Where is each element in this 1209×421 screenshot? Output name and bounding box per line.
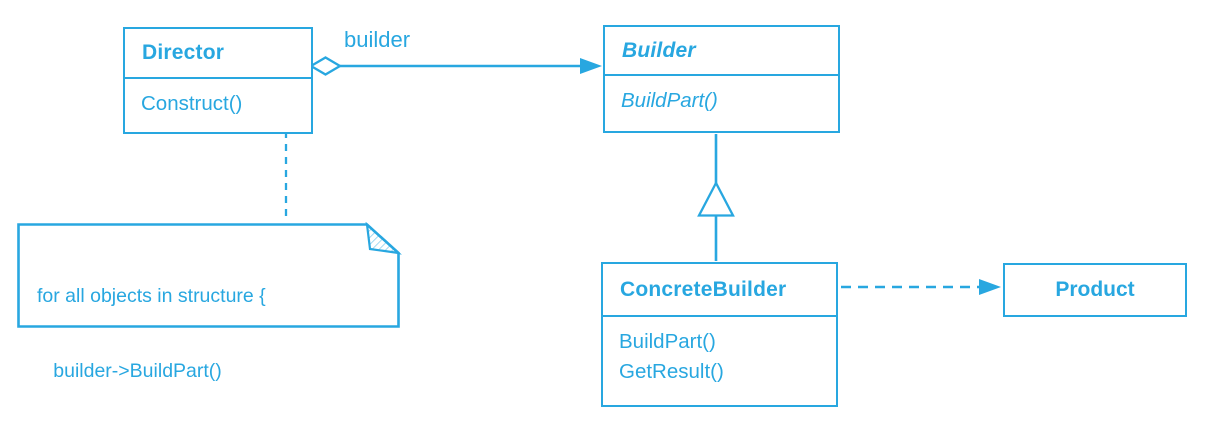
note-text: for all objects in structure { builder->…: [37, 234, 266, 421]
inheritance-triangle-icon: [697, 180, 735, 217]
aggregation-diamond-icon: [308, 56, 343, 76]
class-title: Builder: [605, 27, 838, 76]
note-dog-ear-icon: [365, 222, 402, 255]
note-outline: [17, 222, 402, 328]
aggregation-role-label: builder: [344, 27, 411, 52]
aggregation-connector: [308, 56, 602, 76]
class-box-concrete-builder: ConcreteBuilder BuildPart() GetResult(): [601, 262, 838, 407]
inheritance-connector: [697, 134, 735, 261]
note-line: for all objects in structure {: [37, 285, 266, 307]
class-title: Director: [125, 29, 311, 79]
class-box-builder: Builder BuildPart(): [603, 25, 840, 133]
class-title: ConcreteBuilder: [603, 264, 836, 317]
note-line: builder->BuildPart(): [37, 360, 222, 382]
class-box-product: Product: [1003, 263, 1187, 317]
note-box: for all objects in structure { builder->…: [17, 222, 403, 382]
creates-connector: [841, 279, 1001, 295]
arrowhead-icon: [979, 279, 1001, 295]
class-title: Product: [1055, 278, 1135, 301]
method-label: BuildPart(): [619, 330, 716, 353]
method-label: BuildPart(): [621, 89, 718, 112]
class-box-director: Director Construct(): [123, 27, 313, 134]
method-label: Construct(): [141, 92, 243, 115]
method-label: GetResult(): [619, 360, 724, 383]
arrowhead-icon: [580, 58, 602, 74]
